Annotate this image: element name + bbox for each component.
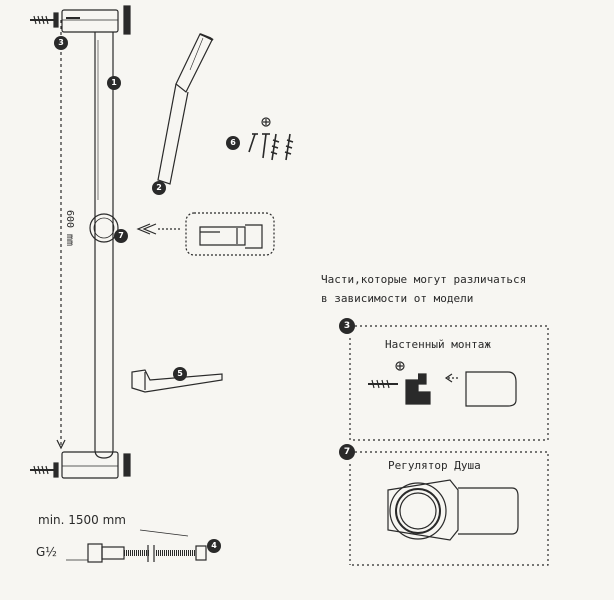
badge-panel-wall: 3 (339, 318, 355, 334)
badge-soap-dish: 5 (173, 367, 187, 381)
min-length-label: min. 1500 mm (38, 513, 126, 527)
bottom-wall-bracket (61, 451, 131, 479)
badge-rail: 1 (107, 76, 121, 90)
top-screw (30, 12, 59, 28)
wall-mount-panel-frame (349, 325, 549, 441)
badge-wall-bracket: 3 (54, 36, 68, 50)
variants-note-line1: Части,которые могут различаться (321, 273, 527, 286)
shower-hose (66, 529, 207, 563)
badge-panel-regulator: 7 (339, 444, 355, 460)
wall-mount-title: Настенный монтаж (385, 338, 491, 351)
detail-arrow (136, 223, 180, 235)
regulator-detail (387, 479, 519, 541)
soap-dish (131, 369, 223, 393)
slider-detail-box (185, 212, 275, 256)
hand-shower (157, 33, 214, 185)
badge-hose: 4 (207, 539, 221, 553)
badge-screws: 6 (226, 136, 240, 150)
variants-note-line2: в зависимости от модели (321, 292, 474, 305)
shower-rail (94, 32, 114, 459)
regulator-panel-frame (349, 451, 549, 566)
slider-regulator (89, 213, 119, 243)
dimension-label: 600 mm (64, 210, 75, 246)
bottom-screw (30, 462, 59, 478)
top-wall-bracket (61, 5, 131, 35)
badge-slider: 7 (114, 229, 128, 243)
wall-mount-detail (368, 361, 517, 407)
regulator-title: Регулятор Душа (388, 459, 481, 472)
thread-label: G½ (36, 545, 57, 559)
screws-and-plugs (248, 117, 294, 161)
badge-hand-shower: 2 (152, 181, 166, 195)
